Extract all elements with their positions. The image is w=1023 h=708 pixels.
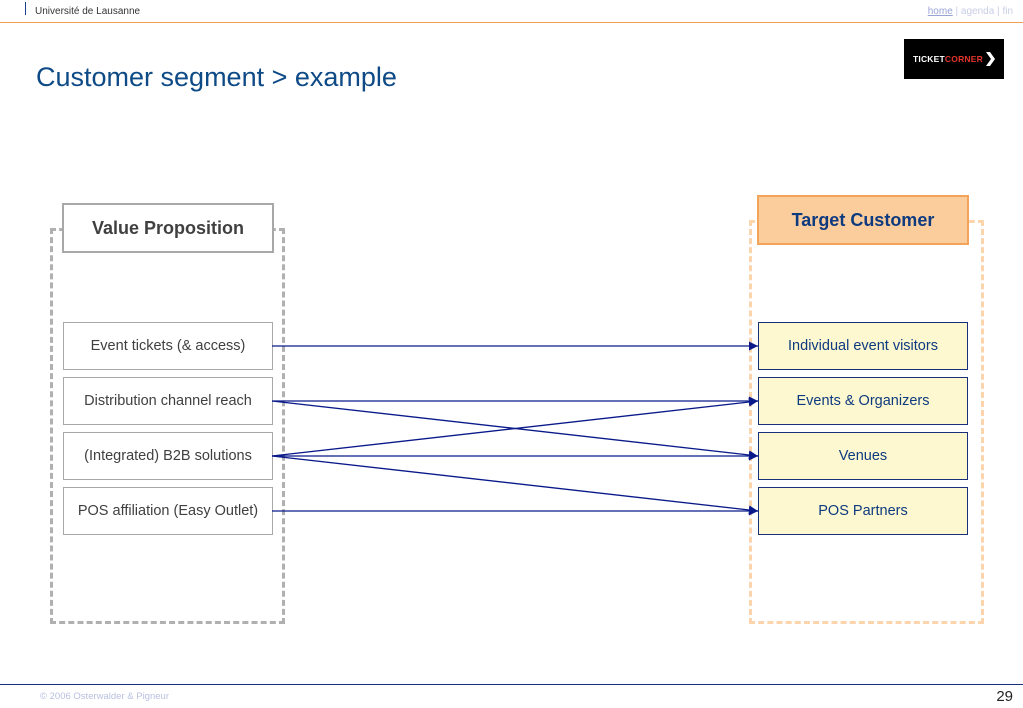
target-customer-item: Venues bbox=[758, 432, 968, 480]
slide-title: Customer segment > example bbox=[36, 62, 397, 92]
value-proposition-item: Distribution channel reach bbox=[63, 377, 273, 425]
nav-home-link[interactable]: home bbox=[927, 6, 953, 17]
connector-arrow bbox=[271, 397, 759, 457]
value-proposition-heading: Value Proposition bbox=[62, 203, 274, 253]
target-customer-heading: Target Customer bbox=[757, 195, 969, 245]
target-customer-item: Events & Organizers bbox=[758, 377, 968, 425]
value-proposition-item: Event tickets (& access) bbox=[63, 322, 273, 370]
header-divider bbox=[0, 22, 1023, 23]
target-customer-item: POS Partners bbox=[758, 487, 968, 535]
chevron-icon bbox=[985, 52, 995, 66]
logo-text-ticket: TICKET bbox=[913, 54, 945, 64]
connector-arrow bbox=[271, 455, 759, 515]
nav-separator: | bbox=[952, 6, 961, 17]
target-customer-item: Individual event visitors bbox=[758, 322, 968, 370]
footer-divider bbox=[0, 684, 1023, 685]
page-number: 29 bbox=[996, 688, 1013, 705]
value-proposition-item: (Integrated) B2B solutions bbox=[63, 432, 273, 480]
university-name: Université de Lausanne bbox=[35, 6, 141, 17]
value-proposition-item: POS affiliation (Easy Outlet) bbox=[63, 487, 273, 535]
logo-text-corner: CORNER bbox=[944, 54, 983, 64]
header-accent-bar bbox=[25, 2, 26, 15]
nav-agenda-link[interactable]: agenda bbox=[960, 6, 995, 17]
header-nav: home | agenda | fin bbox=[928, 6, 1013, 17]
footer-copyright: © 2006 Osterwalder & Pigneur bbox=[40, 691, 169, 702]
nav-fin-link[interactable]: fin bbox=[1002, 6, 1013, 17]
nav-separator: | bbox=[994, 6, 1003, 17]
